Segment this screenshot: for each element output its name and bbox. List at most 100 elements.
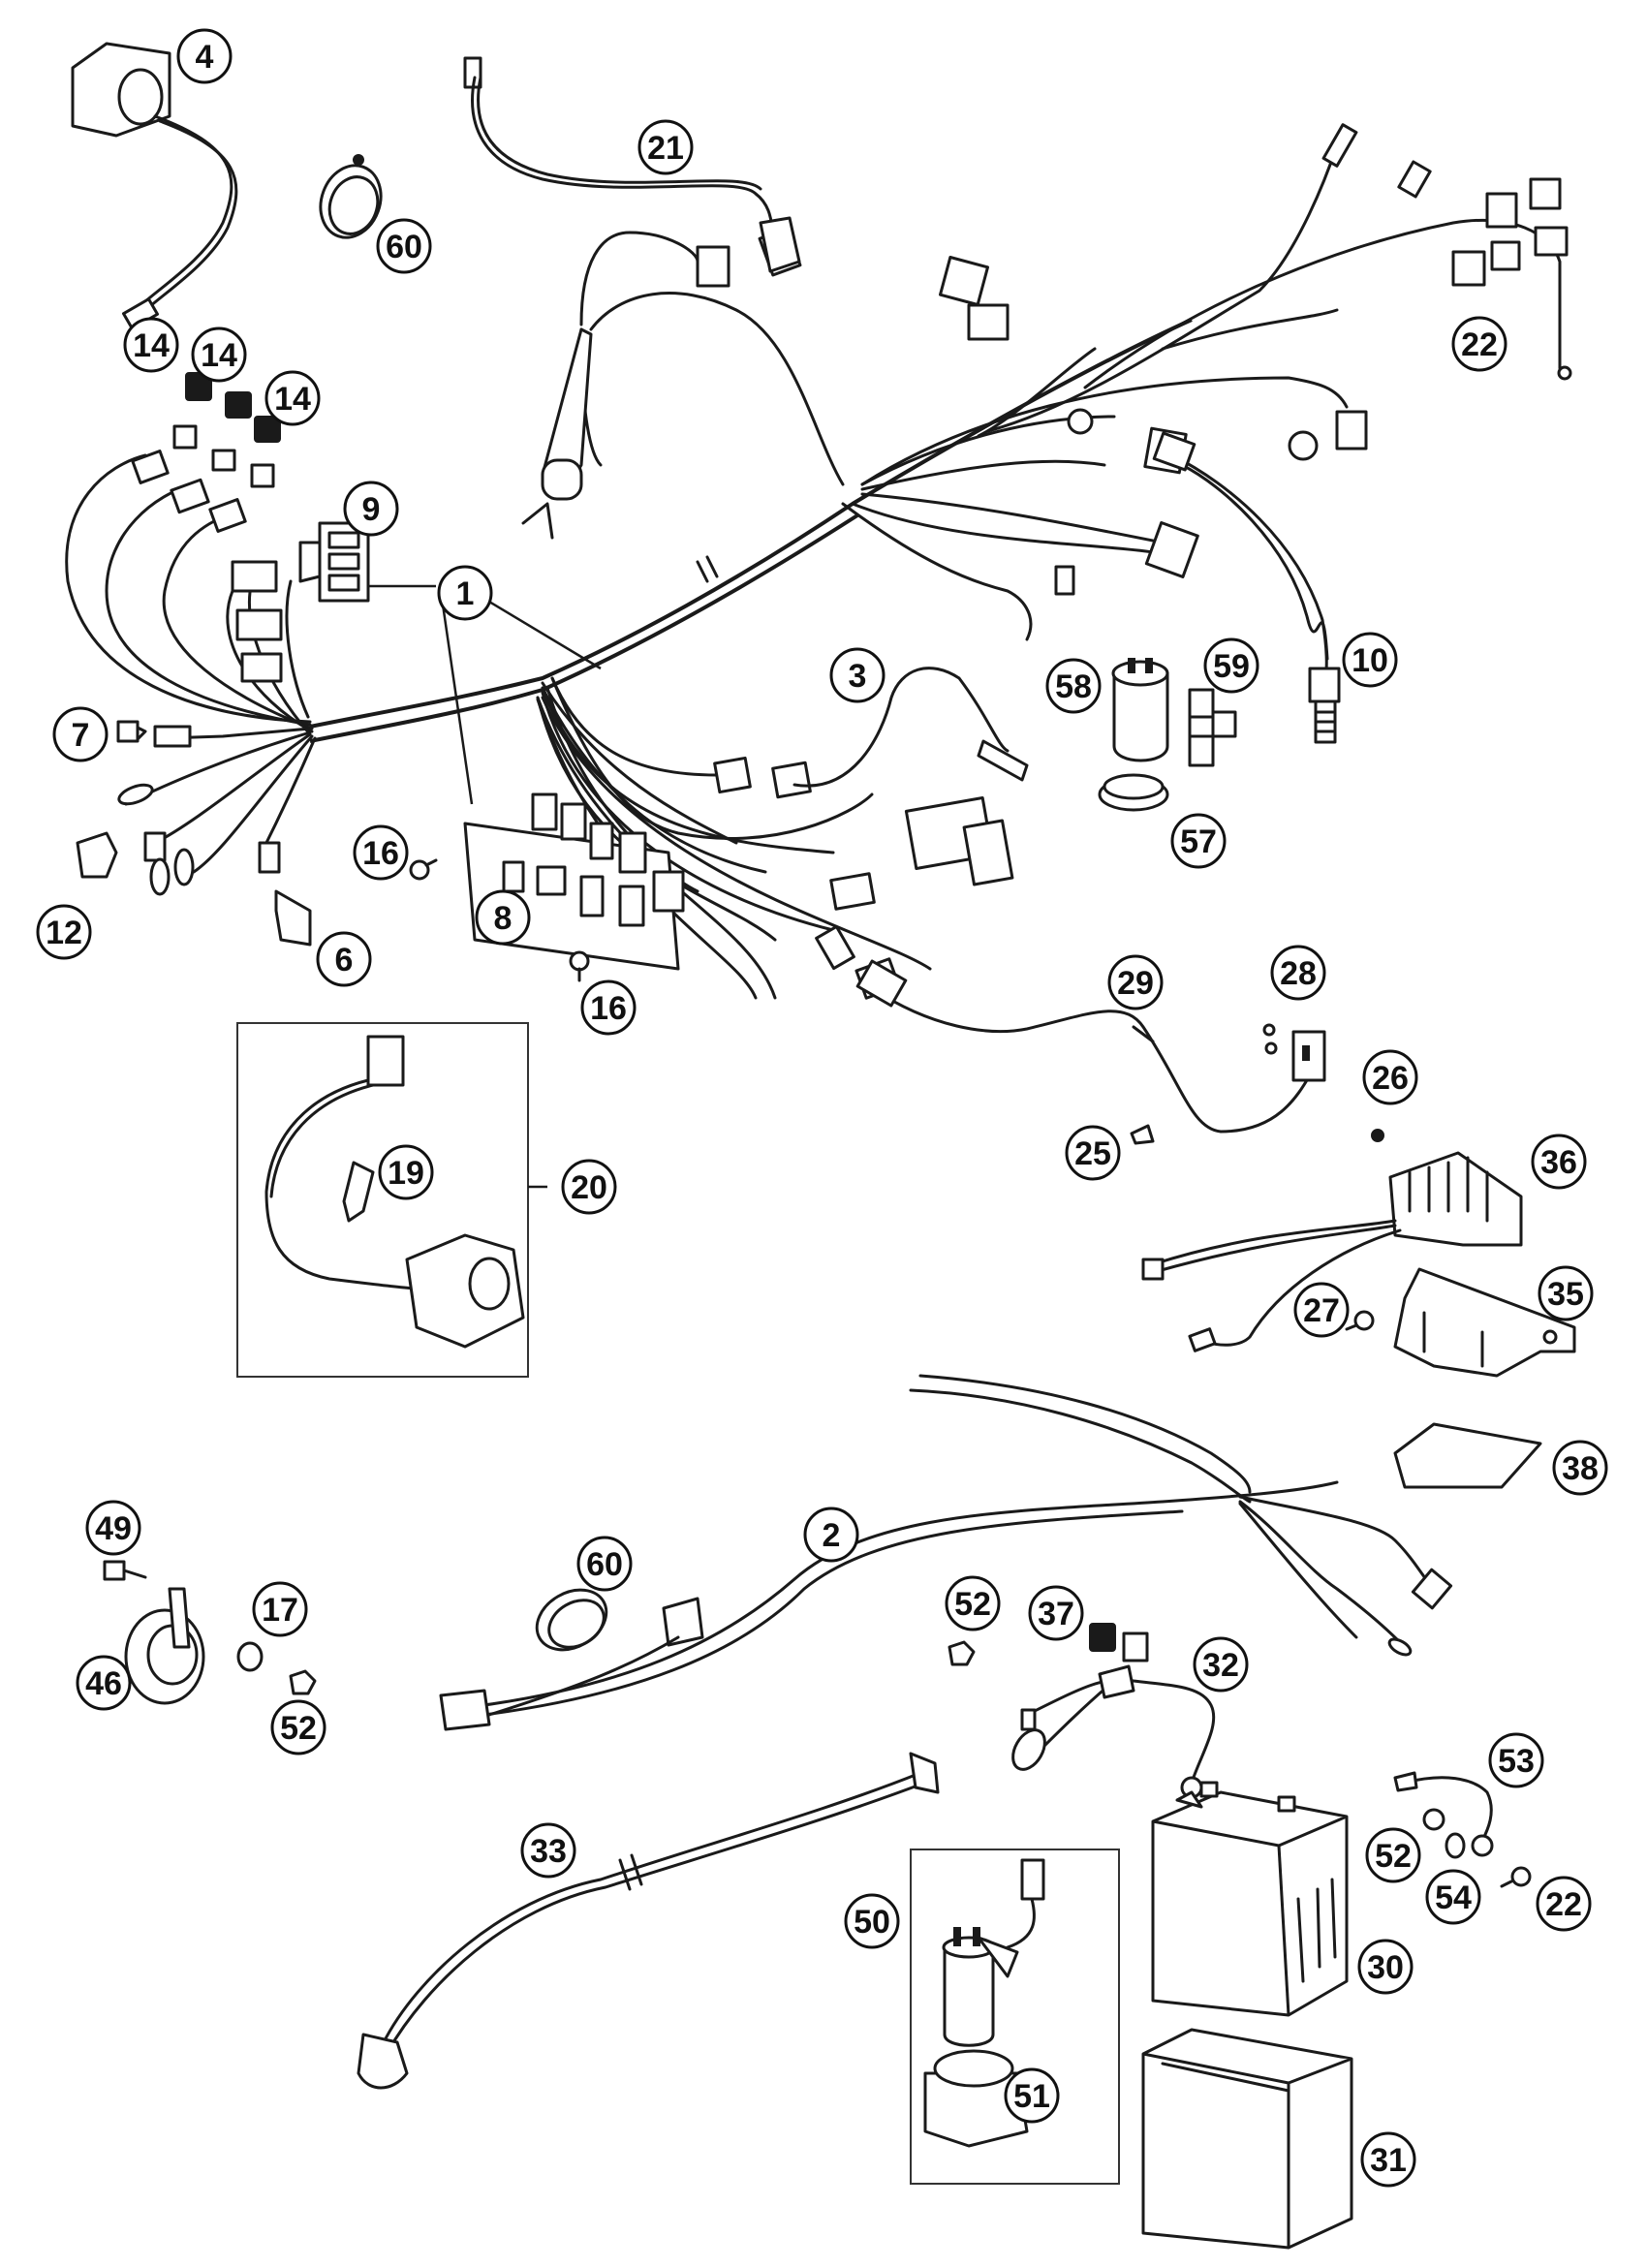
callout-number: 21 xyxy=(647,130,684,167)
callout-circle xyxy=(945,1575,1001,1631)
switch-part-28 xyxy=(1262,1023,1326,1082)
callout-14: 14 xyxy=(123,317,179,373)
callout-22: 22 xyxy=(1536,1876,1592,1932)
callout-circle xyxy=(1425,1869,1481,1925)
sensor-cable-part-3 xyxy=(792,667,1029,788)
callout-circle xyxy=(264,370,321,426)
callout-53: 53 xyxy=(1488,1732,1544,1788)
callout-8: 8 xyxy=(475,889,531,946)
callout-number: 19 xyxy=(388,1155,424,1192)
cable-part-29 xyxy=(855,959,1315,1134)
callout-circle xyxy=(1360,2131,1416,2188)
callout-circle xyxy=(378,1144,434,1200)
callout-14: 14 xyxy=(191,326,247,383)
callout-circle xyxy=(36,904,92,960)
callout-16: 16 xyxy=(580,979,637,1036)
callout-circle xyxy=(353,824,409,881)
callout-circle xyxy=(176,28,233,84)
harness-connectors xyxy=(117,56,1572,1000)
cable-tie-lower-part-60 xyxy=(535,1588,608,1652)
callout-21: 21 xyxy=(637,119,694,175)
callout-52: 52 xyxy=(945,1575,1001,1631)
callout-number: 38 xyxy=(1562,1450,1599,1487)
callout-number: 52 xyxy=(280,1710,317,1747)
callout-circle xyxy=(475,889,531,946)
callout-10: 10 xyxy=(1342,632,1398,688)
callout-number: 52 xyxy=(1375,1838,1412,1875)
callout-number: 36 xyxy=(1540,1144,1577,1181)
callout-33: 33 xyxy=(520,1822,576,1879)
callout-circle xyxy=(52,706,109,762)
callout-number: 14 xyxy=(274,381,311,418)
screws-part-22 xyxy=(1464,321,1532,1888)
callout-number: 3 xyxy=(849,658,867,695)
callout-circle xyxy=(1488,1732,1544,1788)
callout-number: 50 xyxy=(854,1904,890,1941)
callout-14: 14 xyxy=(264,370,321,426)
voltage-regulator-part-36 xyxy=(1141,1129,1523,1352)
callout-number: 14 xyxy=(201,337,237,374)
callout-30: 30 xyxy=(1357,1939,1414,1995)
callout-number: 60 xyxy=(386,229,422,265)
callout-9: 9 xyxy=(343,481,399,537)
callout-20: 20 xyxy=(561,1159,617,1215)
callout-4: 4 xyxy=(176,28,233,84)
callout-52: 52 xyxy=(1365,1827,1421,1883)
callout-circle xyxy=(1293,1282,1350,1338)
callout-number: 4 xyxy=(196,39,214,76)
callout-22: 22 xyxy=(1451,316,1507,372)
callout-circle xyxy=(1170,813,1227,869)
callout-number: 28 xyxy=(1280,955,1317,992)
callout-number: 22 xyxy=(1461,326,1498,363)
screw-part-27 xyxy=(1345,1310,1375,1331)
callout-49: 49 xyxy=(85,1500,141,1556)
callout-number: 16 xyxy=(590,990,627,1027)
callout-number: 57 xyxy=(1180,823,1217,860)
callout-36: 36 xyxy=(1531,1134,1587,1190)
callout-number: 33 xyxy=(530,1833,567,1870)
callout-circle xyxy=(191,326,247,383)
callout-number: 58 xyxy=(1055,668,1092,705)
main-wiring-harness xyxy=(65,143,1562,1000)
wiring-harness-part-2 xyxy=(439,1374,1453,1731)
callout-circle xyxy=(270,1699,326,1755)
ground-cable-part-53 xyxy=(1393,1771,1494,1857)
callout-number: 52 xyxy=(954,1586,991,1623)
callout-number: 8 xyxy=(494,900,513,937)
bracket-part-35 xyxy=(1393,1267,1576,1378)
callout-number: 16 xyxy=(362,835,399,872)
relay-holder-part-51 xyxy=(923,2049,1029,2148)
washer-part-17 xyxy=(236,1641,264,1672)
callout-circle xyxy=(123,317,179,373)
callout-circle xyxy=(803,1507,859,1563)
callout-number: 49 xyxy=(95,1510,132,1547)
callout-29: 29 xyxy=(1107,954,1164,1010)
callout-circle xyxy=(1552,1440,1608,1496)
callout-circle xyxy=(1065,1125,1121,1181)
callout-circle xyxy=(76,1655,132,1711)
callout-35: 35 xyxy=(1538,1265,1594,1321)
callout-number: 6 xyxy=(335,942,354,979)
callout-number: 22 xyxy=(1545,1886,1582,1923)
battery-cable-part-33 xyxy=(357,1752,940,2090)
callout-54: 54 xyxy=(1425,1869,1481,1925)
callout-27: 27 xyxy=(1293,1282,1350,1338)
callout-circle xyxy=(85,1500,141,1556)
callout-number: 51 xyxy=(1013,2078,1050,2115)
callout-3: 3 xyxy=(829,647,886,703)
callout-circle xyxy=(1342,632,1398,688)
callout-circle xyxy=(1028,1585,1084,1641)
switch-assembly-part-20 xyxy=(236,1022,529,1378)
callout-number: 1 xyxy=(456,575,475,612)
fuse-part-37 xyxy=(1089,1623,1149,1662)
callout-circle xyxy=(343,481,399,537)
cable-tie-part-60 xyxy=(319,154,383,239)
callout-6: 6 xyxy=(316,931,372,987)
callout-46: 46 xyxy=(76,1655,132,1711)
callout-19: 19 xyxy=(378,1144,434,1200)
connector-part-7 xyxy=(116,720,140,743)
callout-number: 37 xyxy=(1038,1596,1074,1632)
fuses-part-14 xyxy=(185,372,281,443)
callout-16: 16 xyxy=(353,824,409,881)
callout-circle xyxy=(437,565,493,621)
